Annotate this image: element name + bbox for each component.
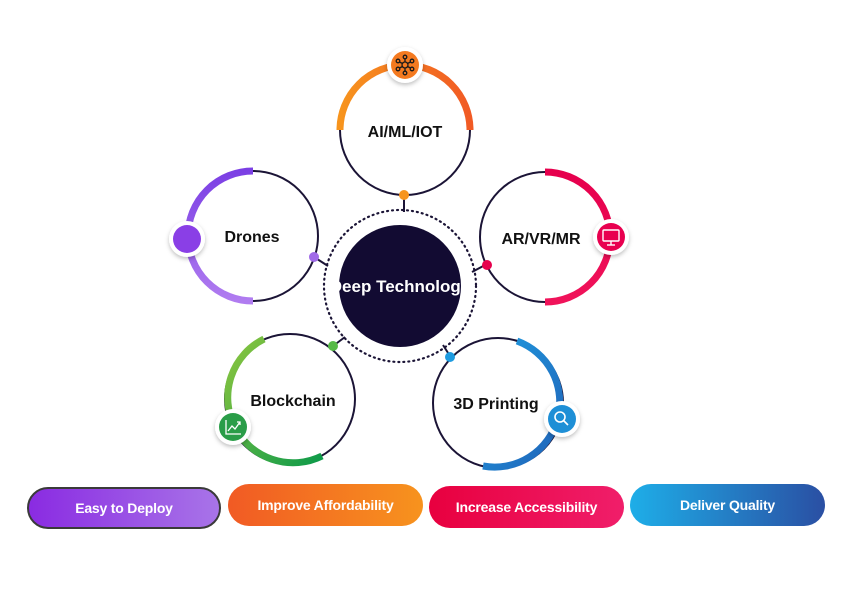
node-icon-bg [391, 51, 419, 79]
connector-dot [328, 341, 338, 351]
node-ai: AI/ML/IOT [336, 47, 474, 200]
network-icon [395, 54, 415, 76]
pill-label: Improve Affordability [257, 497, 394, 513]
circle-icon [173, 225, 201, 253]
pill-increase-accessibility: Increase Accessibility [429, 486, 624, 528]
connector-dot [399, 190, 409, 200]
node-label: Drones [224, 229, 279, 246]
node-icon-bg [548, 405, 576, 433]
node-printing: 3D Printing [432, 337, 580, 471]
node-label: AI/ML/IOT [368, 124, 443, 141]
node-blockchain: Blockchain [215, 333, 356, 467]
node-label: Blockchain [250, 393, 335, 410]
connector-dot [445, 352, 455, 362]
monitor-icon [602, 229, 620, 246]
magnifier-icon [554, 411, 569, 426]
chart-growth-icon [225, 420, 241, 435]
connector-dot [482, 260, 492, 270]
pill-deliver-quality: Deliver Quality [630, 484, 825, 526]
center-label: Deep Technology [330, 277, 471, 296]
node-icon-bg [597, 223, 625, 251]
pill-improve-affordability: Improve Affordability [228, 484, 423, 526]
pill-easy-to-deploy: Easy to Deploy [27, 487, 221, 529]
pill-label: Increase Accessibility [455, 499, 598, 515]
node-drones: Drones [169, 167, 319, 305]
node-label: AR/VR/MR [501, 231, 581, 248]
pill-label: Deliver Quality [679, 497, 776, 513]
center-dotted-ring [322, 208, 478, 364]
pill-label: Easy to Deploy [75, 500, 173, 516]
node-ar: AR/VR/MR [479, 168, 629, 306]
center-circle [339, 225, 461, 347]
connector-dot [309, 252, 319, 262]
node-label: 3D Printing [453, 396, 538, 413]
center-hub: Deep Technology [322, 208, 478, 364]
